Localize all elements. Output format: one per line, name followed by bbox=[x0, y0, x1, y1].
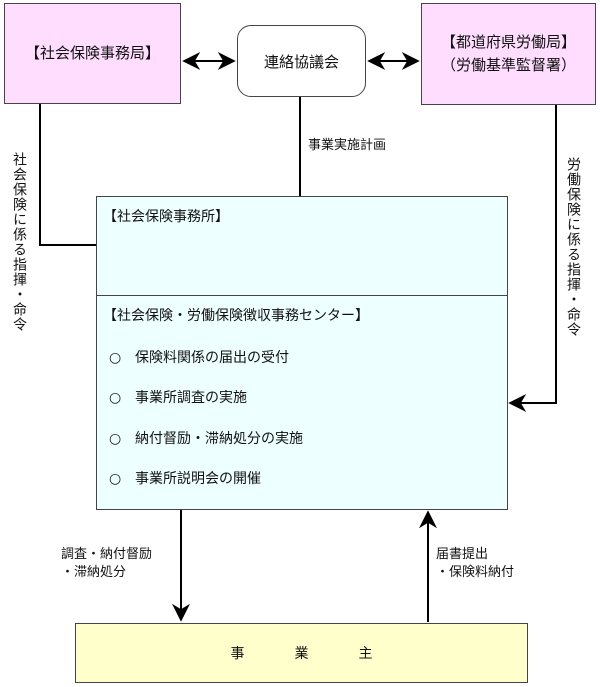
office-center-divider bbox=[97, 295, 507, 296]
labor-bureau-label: 【都道府県労働局】 bbox=[440, 33, 576, 51]
bullet-circle-icon: ○ bbox=[109, 350, 122, 366]
social-insurance-office-title: 【社会保険事務所】 bbox=[103, 209, 229, 225]
duty-item: ○納付督励・滞納処分の実施 bbox=[109, 431, 303, 447]
from-employer-label: 届書提出 ・保険料納付 bbox=[436, 547, 515, 580]
collection-center-title: 【社会保険・労働保険徴収事務センター】 bbox=[103, 308, 369, 324]
labor-standards-office-label: （労働基準監督署） bbox=[440, 56, 576, 74]
bullet-circle-icon: ○ bbox=[109, 390, 122, 406]
business-plan-label: 事業実施計画 bbox=[308, 138, 387, 153]
employer-label-char: 業 bbox=[294, 646, 309, 662]
duty-item: ○事業所調査の実施 bbox=[109, 390, 247, 406]
bullet-circle-icon: ○ bbox=[109, 471, 122, 487]
liaison-council-label: 連絡協議会 bbox=[263, 52, 339, 71]
social-insurance-bureau-label: 【社会保険事務局】 bbox=[24, 44, 160, 62]
employer-box: 事 業 主 bbox=[75, 623, 528, 683]
employer-label-char: 主 bbox=[358, 646, 373, 662]
employer-label-char: 事 bbox=[230, 646, 245, 662]
duty-item: ○事業所説明会の開催 bbox=[109, 471, 261, 487]
liaison-council-box: 連絡協議会 bbox=[237, 25, 366, 97]
to-employer-label: 調査・納付督励 ・滞納処分 bbox=[61, 547, 153, 580]
bullet-circle-icon: ○ bbox=[109, 431, 122, 447]
labor-bureau-box: 【都道府県労働局】 （労働基準監督署） bbox=[421, 3, 596, 105]
labor-insurance-command-label: 労働保険に係る指揮・命令 bbox=[565, 157, 581, 337]
social-insurance-command-label: 社会保険に係る指揮・命令 bbox=[11, 152, 27, 332]
arrow-labor-command bbox=[508, 105, 557, 412]
duty-item: ○保険料関係の届出の受付 bbox=[109, 350, 289, 366]
social-insurance-office-box: 【社会保険事務所】 【社会保険・労働保険徴収事務センター】 ○保険料関係の届出の… bbox=[96, 196, 508, 510]
social-insurance-bureau-box: 【社会保険事務局】 bbox=[4, 3, 181, 104]
